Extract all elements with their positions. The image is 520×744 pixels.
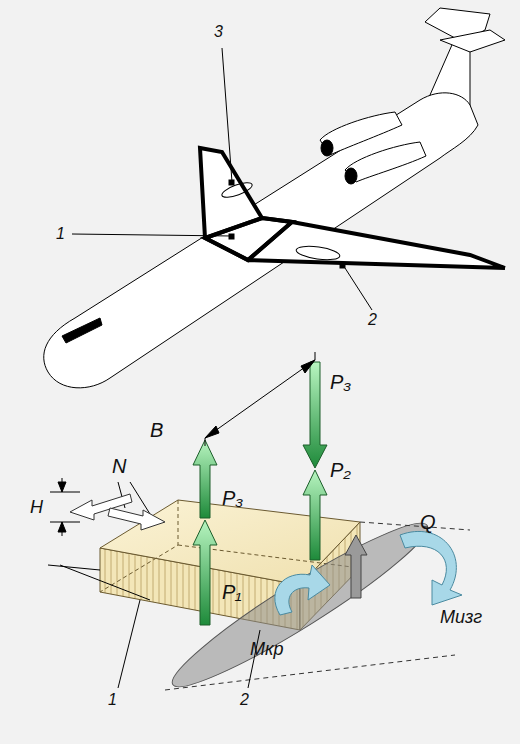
dimension-B bbox=[205, 352, 315, 446]
engine-intake bbox=[345, 168, 357, 184]
torque-arrow bbox=[275, 565, 330, 615]
callout-number: 1 bbox=[56, 226, 65, 242]
arrowhead bbox=[205, 360, 315, 438]
moment-label: Mкр bbox=[250, 640, 284, 658]
callout-dot bbox=[229, 234, 234, 239]
flap-fairing bbox=[295, 244, 340, 262]
center-section-outline bbox=[205, 218, 292, 260]
airplane bbox=[44, 8, 505, 388]
callout-dot bbox=[340, 263, 345, 268]
force-label: P₂ bbox=[330, 460, 351, 480]
force-arrow bbox=[303, 362, 327, 468]
force-label: P₁ bbox=[222, 582, 242, 602]
callout-number: 1 bbox=[108, 692, 117, 708]
moment-label: Mизг bbox=[440, 608, 482, 626]
stabilizer bbox=[440, 30, 505, 52]
force-label: Q bbox=[420, 512, 436, 532]
dimension-label: H bbox=[30, 498, 43, 516]
engine-intake bbox=[321, 140, 333, 156]
dimension-label: B bbox=[150, 420, 163, 440]
force-label: P₃ bbox=[330, 372, 351, 392]
arrowhead bbox=[58, 482, 66, 532]
wing-structure-outline bbox=[200, 148, 505, 268]
callout-dot bbox=[229, 180, 234, 185]
shear-force-arrow bbox=[345, 535, 367, 598]
force-arrow bbox=[303, 470, 327, 560]
cockpit-windows bbox=[62, 318, 102, 343]
bending-moment-arrow bbox=[400, 531, 462, 605]
force-label: P₃ bbox=[222, 488, 243, 508]
left-wing bbox=[200, 148, 262, 238]
force-arrow bbox=[193, 440, 217, 518]
fuselage bbox=[44, 93, 478, 388]
dimension-lines bbox=[48, 352, 315, 688]
callout-number: 3 bbox=[214, 24, 223, 40]
force-label: N bbox=[112, 456, 126, 476]
force-arrow bbox=[193, 520, 217, 625]
callout-number: 2 bbox=[368, 312, 377, 328]
axial-force-arrow bbox=[108, 508, 165, 530]
callout-number: 2 bbox=[240, 692, 249, 708]
leader-line bbox=[72, 48, 372, 310]
dimension-H bbox=[50, 478, 80, 536]
leader-line bbox=[48, 565, 260, 688]
